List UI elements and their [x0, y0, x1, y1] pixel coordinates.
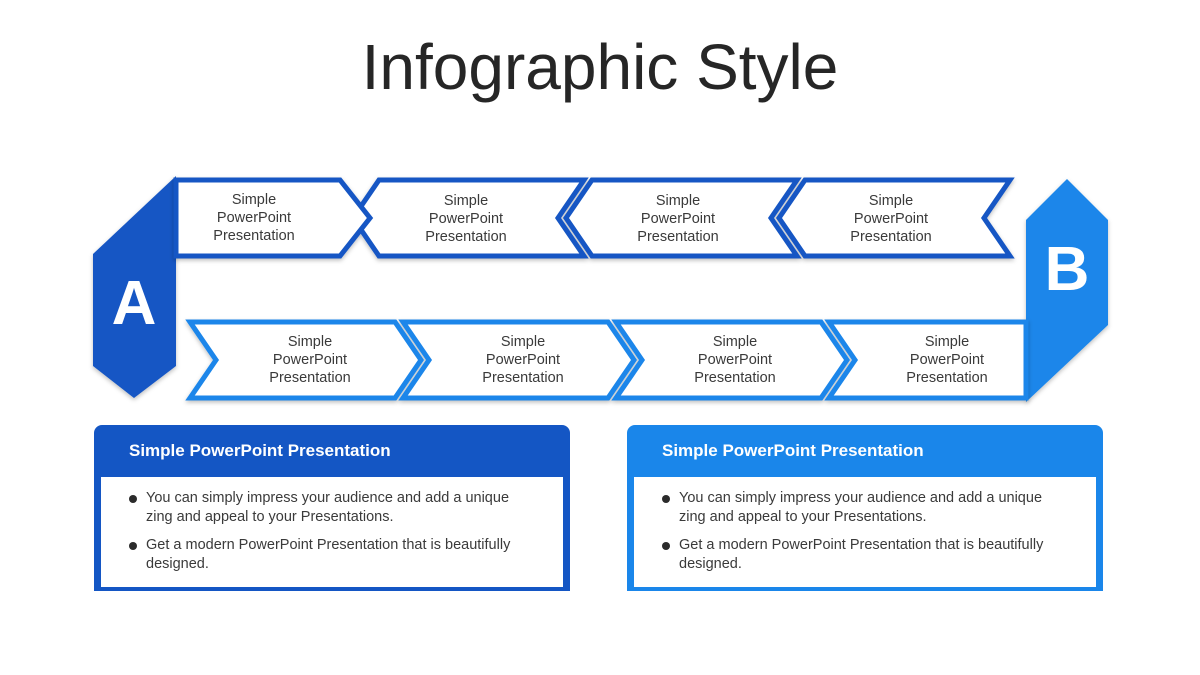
bottom-arrow-4	[824, 319, 1029, 401]
bottom-arrow-2	[398, 319, 638, 401]
bullet-dot-icon	[662, 542, 670, 550]
top-arrow-2	[349, 177, 589, 259]
panel-b-heading: Simple PowerPoint Presentation	[662, 441, 924, 460]
bottom-arrow-1	[185, 319, 425, 401]
top-arrow-3	[562, 177, 802, 259]
slide-title: Infographic Style	[361, 31, 839, 103]
top-arrow-4	[775, 177, 1015, 259]
panel-a-bullet-2: Get a modern PowerPoint Presentation tha…	[129, 536, 533, 573]
panel-b: Simple PowerPoint Presentation You can s…	[627, 425, 1103, 591]
panel-a-heading: Simple PowerPoint Presentation	[129, 441, 391, 460]
panel-a-bullet-1: You can simply impress your audience and…	[129, 489, 533, 526]
panel-a: Simple PowerPoint Presentation You can s…	[94, 425, 570, 591]
bullet-dot-icon	[662, 495, 670, 503]
top-arrow-1	[173, 177, 374, 259]
badge-a-shape	[93, 176, 176, 398]
bullet-dot-icon	[129, 495, 137, 503]
panel-a-body: You can simply impress your audience and…	[101, 477, 563, 587]
bullet-dot-icon	[129, 542, 137, 550]
panel-b-bullet-2: Get a modern PowerPoint Presentation tha…	[662, 536, 1066, 573]
panel-b-bullet-1: You can simply impress your audience and…	[662, 489, 1066, 526]
bottom-arrow-3	[611, 319, 851, 401]
badge-b-shape	[1026, 179, 1108, 402]
badge-a-letter: A	[111, 269, 157, 338]
badge-b-letter: B	[1044, 235, 1090, 304]
panel-b-body: You can simply impress your audience and…	[634, 477, 1096, 587]
